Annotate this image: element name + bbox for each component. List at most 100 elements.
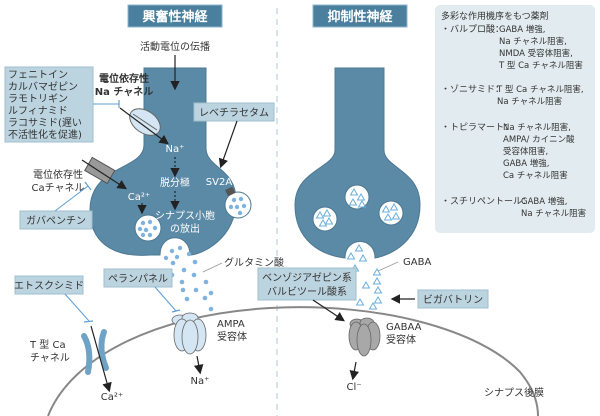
action-potential-label: 活動電位の伝播 bbox=[140, 40, 210, 53]
cl-arrow bbox=[349, 361, 360, 381]
ca-influx-arrow bbox=[81, 159, 128, 190]
vesicle-fusing-excitatory bbox=[163, 245, 192, 261]
drug-lacosamide-note: 不活性化を促進) bbox=[8, 128, 82, 141]
glutamate-molecules bbox=[169, 259, 214, 312]
depolarization-label: 脱分極 bbox=[160, 176, 190, 189]
topiramate-effect-5: Ca チャネル阻害 bbox=[503, 170, 568, 181]
ca-ion-label: Ca²⁺ bbox=[128, 192, 150, 203]
valproate-name: ・バルプロ酸： bbox=[441, 24, 504, 35]
gaba-molecule-icon bbox=[348, 198, 358, 206]
gaba-molecule-icon bbox=[349, 188, 359, 196]
vesicle-left bbox=[134, 214, 162, 242]
valproate-effect-2: Na チャネル阻害, bbox=[499, 36, 567, 47]
sv2a-label: SV2A bbox=[206, 177, 233, 188]
ethosuximide-inhibit-line bbox=[64, 293, 90, 322]
t-channel-ca-arrow bbox=[90, 325, 112, 393]
t-channel-label-2: チャネル bbox=[30, 352, 70, 364]
drug-lamotrigine: ラモトリギン bbox=[8, 93, 68, 105]
perampanel-inhibit-line bbox=[154, 286, 177, 312]
na-channel-label-1: 電位依存性 bbox=[99, 72, 149, 85]
topiramate-effect-3: 受容体阻害, bbox=[503, 146, 548, 157]
drug-vigabatrin: ビガバトリン bbox=[423, 294, 483, 306]
postsynaptic-label: シナプス後膜 bbox=[484, 386, 544, 399]
drug-benzodiazepine: ベンゾジアゼピン系 bbox=[262, 272, 352, 284]
sv2a-protein bbox=[225, 186, 236, 197]
drug-carbamazepine: カルバマゼピン bbox=[8, 81, 78, 93]
vesicle-release-label-1: シナプス小胞 bbox=[155, 210, 215, 222]
na-ion-label: Na⁺ bbox=[166, 144, 185, 155]
side-panel-title: 多彩な作用機序をもつ薬剤 bbox=[441, 10, 549, 22]
ampa-label-1: AMPA bbox=[217, 319, 245, 330]
vesicle-sv2a bbox=[224, 186, 252, 219]
gaba-a-label-1: GABAA bbox=[386, 322, 422, 333]
stiripentol-effect-1: GABA 増強, bbox=[521, 196, 567, 207]
na-channel bbox=[129, 108, 161, 136]
drug-box-na-blockers: フェニトイン カルバマゼピン ラモトリギン ルフィナミド ラコサミド(遅い 不活… bbox=[4, 66, 94, 143]
zonisamide-effect-2: Na チャネル阻害 bbox=[497, 96, 562, 107]
drug-levetiracetam: レベチラセタム bbox=[199, 107, 269, 119]
gaba-molecule-icon bbox=[373, 296, 383, 304]
gaba-molecule-icon bbox=[368, 302, 378, 310]
ampa-receptor bbox=[171, 312, 207, 355]
stiripentol-effect-2: Na チャネル阻害 bbox=[521, 208, 586, 219]
gaba-molecule-icon bbox=[361, 281, 371, 289]
stiripentol-name: ・スチリペントール： bbox=[441, 196, 531, 207]
vesicle-release-label-2: の放出 bbox=[170, 222, 200, 235]
gaba-molecule-icon bbox=[354, 244, 364, 252]
topiramate-effect-1: Na チャネル阻害, bbox=[503, 122, 571, 133]
drug-box-levetiracetam: レベチラセタム bbox=[193, 102, 275, 122]
side-panel-multi-mechanism: 多彩な作用機序をもつ薬剤 ・バルプロ酸： GABA 増強, Na チャネル阻害,… bbox=[435, 5, 595, 233]
gaba-molecule-icon bbox=[358, 254, 368, 262]
gaba-molecule-icon bbox=[381, 205, 391, 213]
gaba-molecule-icon bbox=[373, 286, 383, 294]
ca-channel-label-1: 電位依存性 bbox=[33, 168, 83, 181]
glutamate-label: グルタミン酸 bbox=[224, 256, 284, 269]
header-inhibitory: 抑制性神経 bbox=[312, 4, 408, 28]
gaba-molecule-icon bbox=[389, 203, 399, 211]
topiramate-effect-4: GABA 増強, bbox=[503, 158, 549, 169]
topiramate-name: ・トピラマート： bbox=[441, 122, 513, 133]
na-channel-label-2: Na チャネル bbox=[95, 86, 154, 98]
drug-ethosuximide: エトスクシミド bbox=[14, 280, 84, 292]
gaba-molecule-icon bbox=[324, 217, 334, 225]
gaba-molecule-icon bbox=[372, 268, 382, 276]
drug-perampanel: ペランパネル bbox=[108, 273, 168, 285]
zonisamide-effect-1: T 型 Ca チャネル阻害, bbox=[496, 84, 584, 95]
t-channel-ion: Ca²⁺ bbox=[101, 392, 123, 403]
gaba-molecule-icon bbox=[322, 209, 332, 217]
zonisamide-name: ・ゾニサミド： bbox=[441, 84, 504, 95]
drug-gabapentin: ガバペンチン bbox=[26, 215, 86, 227]
ampa-label-2: 受容体 bbox=[217, 330, 247, 343]
drug-barbiturate: バルビツール酸系 bbox=[267, 285, 347, 298]
ca-channel-label-2: Caチャネル bbox=[31, 182, 84, 194]
levetiracetam-arrow bbox=[218, 120, 238, 169]
header-excitatory: 興奮性神経 bbox=[127, 4, 223, 28]
gaba-molecule-icon bbox=[355, 298, 365, 306]
gaba-pointer bbox=[377, 261, 399, 272]
glutamate-pointer bbox=[202, 262, 223, 273]
ampa-na-ion: Na⁺ bbox=[191, 376, 210, 387]
gaba-molecule-icon bbox=[383, 213, 393, 221]
perampanel-inhibit-bar bbox=[171, 309, 181, 313]
gaba-label: GABA bbox=[403, 257, 431, 268]
t-channel-label-1: T 型 Ca bbox=[29, 338, 66, 351]
topiramate-effect-2: AMPA/ カイニン酸 bbox=[503, 134, 575, 145]
valproate-effect-3: NMDA 受容体阻害, bbox=[499, 48, 573, 59]
drug-box-vigabatrin: ビガバトリン bbox=[417, 289, 489, 309]
gaba-molecules bbox=[315, 188, 401, 310]
drug-box-perampanel: ペランパネル bbox=[103, 268, 173, 288]
gaba-molecule-icon bbox=[357, 200, 367, 208]
na-influx-arrow bbox=[119, 107, 169, 145]
inhibitory-presynaptic-terminal bbox=[294, 67, 421, 259]
header-excitatory-text: 興奮性神経 bbox=[142, 9, 208, 25]
drug-box-ethosuximide: エトスクシミド bbox=[14, 275, 84, 295]
gaba-molecule-icon bbox=[346, 252, 356, 260]
ethosuximide-inhibit-bar bbox=[83, 320, 94, 323]
valproate-effect-1: GABA 増強, bbox=[499, 24, 545, 35]
drug-rufinamide: ルフィナミド bbox=[8, 105, 68, 117]
gaba-a-receptor bbox=[348, 317, 381, 357]
benzo-arrow bbox=[312, 299, 345, 322]
drug-lacosamide: ラコサミド(遅い bbox=[8, 117, 82, 129]
gaba-molecule-icon bbox=[315, 211, 325, 219]
